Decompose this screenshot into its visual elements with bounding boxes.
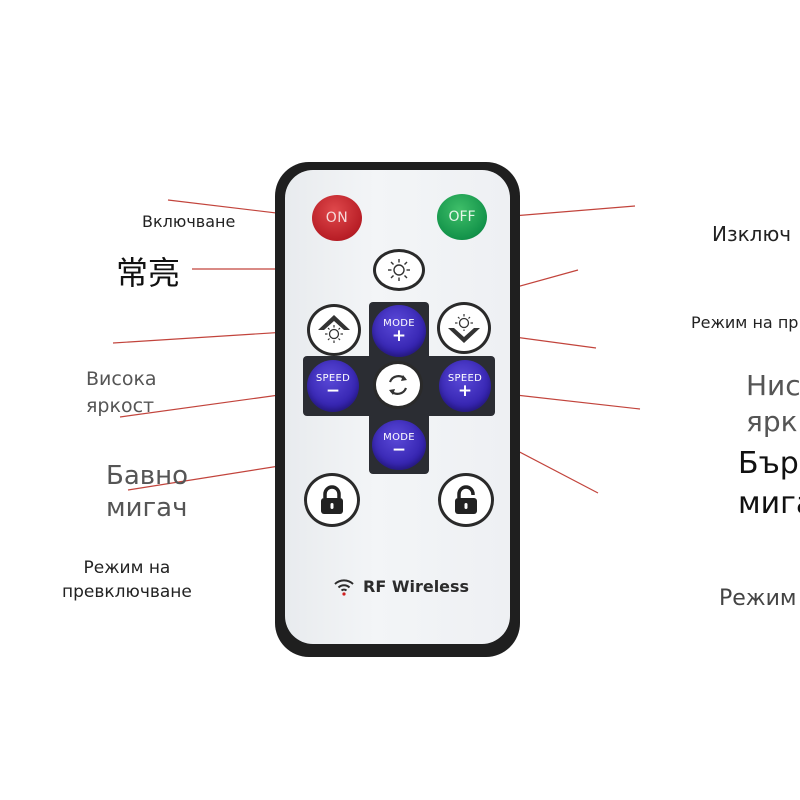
label-off: Изключ bbox=[712, 222, 792, 246]
mode-plus-label: MODE bbox=[383, 318, 415, 329]
wifi-icon bbox=[334, 579, 354, 596]
cycle-button[interactable] bbox=[373, 361, 423, 409]
unlock-icon bbox=[455, 485, 477, 514]
mode-minus-button[interactable]: MODE − bbox=[372, 420, 426, 470]
label-mode-right: Режим на пр bbox=[691, 313, 799, 332]
brightness-down-button[interactable] bbox=[437, 302, 491, 354]
speed-plus-label: SPEED bbox=[447, 373, 483, 384]
speed-minus-sign: − bbox=[325, 381, 341, 401]
mode-minus-sign: − bbox=[391, 440, 407, 460]
mode-minus-label: MODE bbox=[383, 432, 415, 443]
cycle-icon bbox=[388, 375, 408, 395]
sun-icon bbox=[388, 259, 410, 281]
brand-text: RF Wireless bbox=[363, 576, 470, 596]
speed-minus-label: SPEED bbox=[315, 373, 351, 384]
off-button[interactable]: OFF bbox=[437, 194, 487, 240]
brightness-down-icon bbox=[448, 314, 480, 343]
label-slow-blink: Бавно мигач bbox=[106, 461, 188, 523]
mode-plus-button[interactable]: MODE + bbox=[372, 305, 426, 357]
label-high-brightness: Висока яркост bbox=[86, 368, 157, 417]
unlock-button[interactable] bbox=[438, 473, 494, 527]
speed-plus-button[interactable]: SPEED + bbox=[439, 360, 491, 412]
speed-plus-sign: + bbox=[457, 381, 473, 401]
lock-icon bbox=[321, 485, 343, 514]
brightness-up-icon bbox=[318, 315, 350, 343]
on-button[interactable]: ON bbox=[312, 195, 362, 241]
label-low-brightness: Нис ярк bbox=[746, 369, 800, 438]
label-fast-blink: Бър мига bbox=[738, 446, 800, 521]
brightness-up-button[interactable] bbox=[307, 304, 361, 356]
lock-button[interactable] bbox=[304, 473, 360, 527]
mode-plus-sign: + bbox=[391, 326, 407, 346]
speed-minus-button[interactable]: SPEED − bbox=[307, 360, 359, 412]
steady-light-button[interactable] bbox=[373, 249, 425, 291]
label-on: Включване bbox=[142, 212, 236, 231]
label-switch-mode: Режим на превключване bbox=[62, 558, 192, 602]
brand: RF Wireless bbox=[333, 576, 469, 596]
label-steady: 常亮 bbox=[116, 254, 181, 292]
label-mode-right-bottom: Режим bbox=[719, 586, 797, 611]
